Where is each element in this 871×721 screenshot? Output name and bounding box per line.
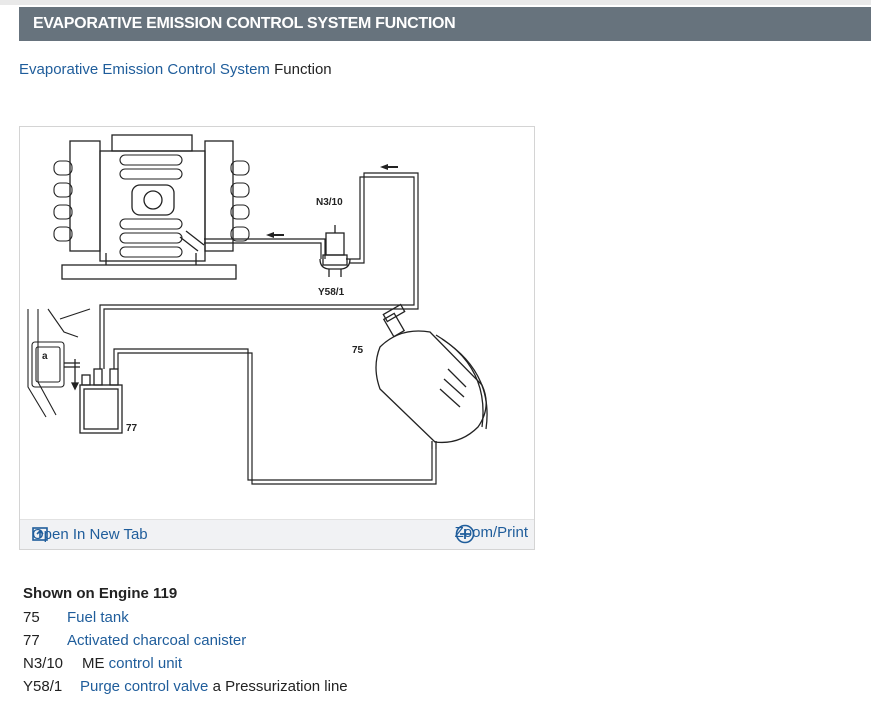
- charcoal-canister-drawing: [64, 359, 123, 434]
- page-subtitle: Evaporative Emission Control System Func…: [19, 61, 332, 78]
- open-in-new-tab-label: Open In New Tab: [32, 526, 148, 543]
- legend-suffix: a Pressurization line: [212, 678, 348, 695]
- label-77: 77: [126, 423, 138, 434]
- subtitle-text: Function: [274, 61, 332, 78]
- pipes: [99, 172, 437, 485]
- body-panel-drawing: [27, 308, 91, 418]
- zoom-plus-icon: [455, 524, 474, 544]
- legend-item: 75 Fuel tank: [23, 609, 129, 626]
- legend-title: Shown on Engine 119: [23, 585, 178, 602]
- zoom-print-link[interactable]: Zoom/Print: [455, 524, 528, 544]
- legend-item: N3/10 ME control unit: [23, 655, 182, 672]
- legend-item: Y58/1 Purge control valve a Pressurizatio…: [23, 678, 348, 695]
- fuel-tank-drawing: [375, 303, 488, 449]
- open-in-new-tab-link[interactable]: Open In New Tab: [32, 526, 148, 543]
- engine-drawing: [53, 134, 250, 280]
- purge-valve-drawing: [319, 225, 351, 277]
- label-a: a: [42, 351, 48, 362]
- legend-code: 75: [23, 609, 40, 626]
- legend-link[interactable]: Activated charcoal canister: [67, 632, 247, 649]
- legend-code: 77: [23, 632, 40, 649]
- diagram-figure: N3/10 Y58/1 a 77: [19, 126, 535, 550]
- label-n310: N3/10: [316, 197, 343, 208]
- section-header: EVAPORATIVE EMISSION CONTROL SYSTEM FUNC…: [19, 7, 871, 41]
- legend-prefix: ME: [82, 655, 105, 672]
- subtitle-link[interactable]: Evaporative Emission Control System: [19, 61, 270, 78]
- legend-code: N3/10: [23, 655, 64, 672]
- legend-link[interactable]: Purge control valve: [80, 678, 209, 695]
- figure-toolbar: Open In New Tab Zoom/Print: [20, 519, 534, 549]
- legend-link[interactable]: Fuel tank: [67, 609, 129, 626]
- label-y581: Y58/1: [318, 287, 345, 298]
- top-strip: [0, 0, 871, 5]
- evap-system-diagram: N3/10 Y58/1 a 77: [27, 134, 488, 485]
- label-75: 75: [352, 345, 364, 356]
- flow-arrows: [266, 164, 398, 238]
- legend-link[interactable]: control unit: [108, 655, 183, 672]
- legend-item: 77 Activated charcoal canister: [23, 632, 246, 649]
- legend-code: Y58/1: [23, 678, 63, 695]
- open-new-tab-icon: [32, 527, 48, 541]
